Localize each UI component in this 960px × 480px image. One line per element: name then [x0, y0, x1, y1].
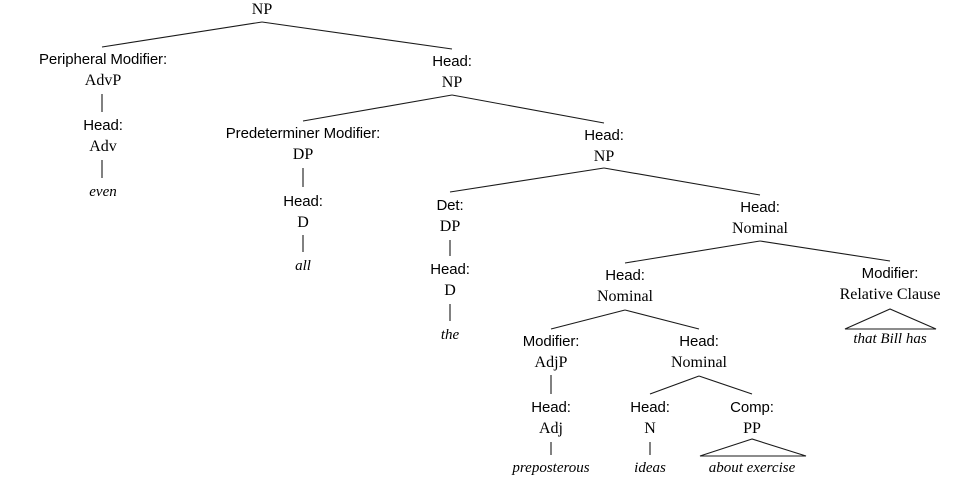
node-category-label: D: [444, 282, 456, 299]
tree-node-d-all: Head: D: [283, 194, 323, 231]
node-category-label: AdvP: [84, 72, 122, 89]
tree-node-n: Head: N: [630, 400, 670, 437]
node-category-label: Nominal: [732, 220, 788, 237]
tree-node-pp: Comp: PP: [730, 400, 774, 437]
tree-branch: [649, 375, 700, 395]
node-category-label: Adv: [89, 138, 117, 155]
node-category-label: NP: [441, 74, 463, 91]
tree-leaf-ideas: ideas: [634, 460, 666, 476]
node-function-label: Head:: [584, 127, 624, 144]
node-category-label: D: [297, 214, 309, 231]
tree-node-nominal-1: Head: Nominal: [732, 200, 788, 237]
tree-branch: [451, 94, 605, 124]
tree-node-nominal-2: Head: Nominal: [597, 268, 653, 305]
tree-leaf-the: the: [440, 327, 460, 343]
tree-node-rel-clause: Modifier: Relative Clause: [840, 266, 941, 303]
node-function-label: Head:: [83, 117, 123, 134]
triangle-pp: [699, 438, 807, 457]
node-function-label: Head:: [432, 53, 472, 70]
node-category-label: DP: [439, 218, 461, 235]
node-function-label: Head:: [430, 261, 470, 278]
node-function-label: Head:: [679, 333, 719, 350]
node-category-label: DP: [292, 146, 314, 163]
node-function-label: Peripheral Modifier:: [38, 51, 168, 68]
tree-branch: [302, 94, 453, 122]
tree-node-np-3: Head: NP: [584, 128, 624, 165]
node-function-label: Head:: [605, 267, 645, 284]
node-function-label: Head:: [283, 193, 323, 210]
tree-node-nominal-3: Head: Nominal: [671, 334, 727, 371]
tree-branch: [759, 240, 891, 262]
tree-leaf-all: all: [295, 258, 311, 274]
tree-branch: [261, 21, 453, 50]
node-category-label: Relative Clause: [839, 286, 941, 303]
tree-branch: [624, 309, 700, 330]
node-category-label: NP: [593, 148, 615, 165]
tree-branch: [449, 167, 605, 193]
node-category-label: NP: [251, 1, 273, 18]
node-function-label: Modifier:: [861, 265, 919, 282]
tree-leaf-about-exercise: about exercise: [708, 460, 796, 476]
node-category-label: PP: [743, 420, 761, 437]
tree-leaf-even: even: [89, 184, 117, 200]
node-function-label: Predeterminer Modifier:: [225, 125, 381, 142]
node-category-label: N: [644, 420, 656, 437]
tree-node-adj: Head: Adj: [531, 400, 571, 437]
tree-node-d-the: Head: D: [430, 262, 470, 299]
node-category-label: AdjP: [534, 354, 568, 371]
tree-branch: [550, 309, 626, 330]
tree-branch: [603, 167, 761, 196]
node-function-label: Head:: [531, 399, 571, 416]
tree-branch: [101, 21, 263, 48]
tree-leaf-preposterous: preposterous: [512, 460, 590, 476]
node-function-label: Modifier:: [522, 333, 580, 350]
tree-node-adv: Head: Adv: [83, 118, 123, 155]
node-function-label: Head:: [630, 399, 670, 416]
tree-leaf-that-bill-has: that Bill has: [853, 331, 927, 347]
node-function-label: Det:: [436, 197, 464, 214]
tree-node-advp: Peripheral Modifier: AdvP: [39, 52, 167, 89]
node-category-label: Adj: [539, 420, 563, 437]
tree-branch: [624, 240, 761, 264]
tree-node-np-2: Head: NP: [432, 54, 472, 91]
tree-node-adjp: Modifier: AdjP: [523, 334, 580, 371]
triangle-relative-clause: [844, 308, 937, 330]
node-function-label: Comp:: [730, 399, 774, 416]
node-function-label: Head:: [740, 199, 780, 216]
tree-node-dp-pre: Predeterminer Modifier: DP: [225, 125, 381, 163]
tree-branch: [698, 375, 753, 395]
node-category-label: Nominal: [597, 288, 653, 305]
node-category-label: Nominal: [671, 354, 727, 371]
tree-node-dp-det: Det: DP: [436, 198, 463, 235]
tree-node-np-root: NP: [252, 2, 272, 18]
